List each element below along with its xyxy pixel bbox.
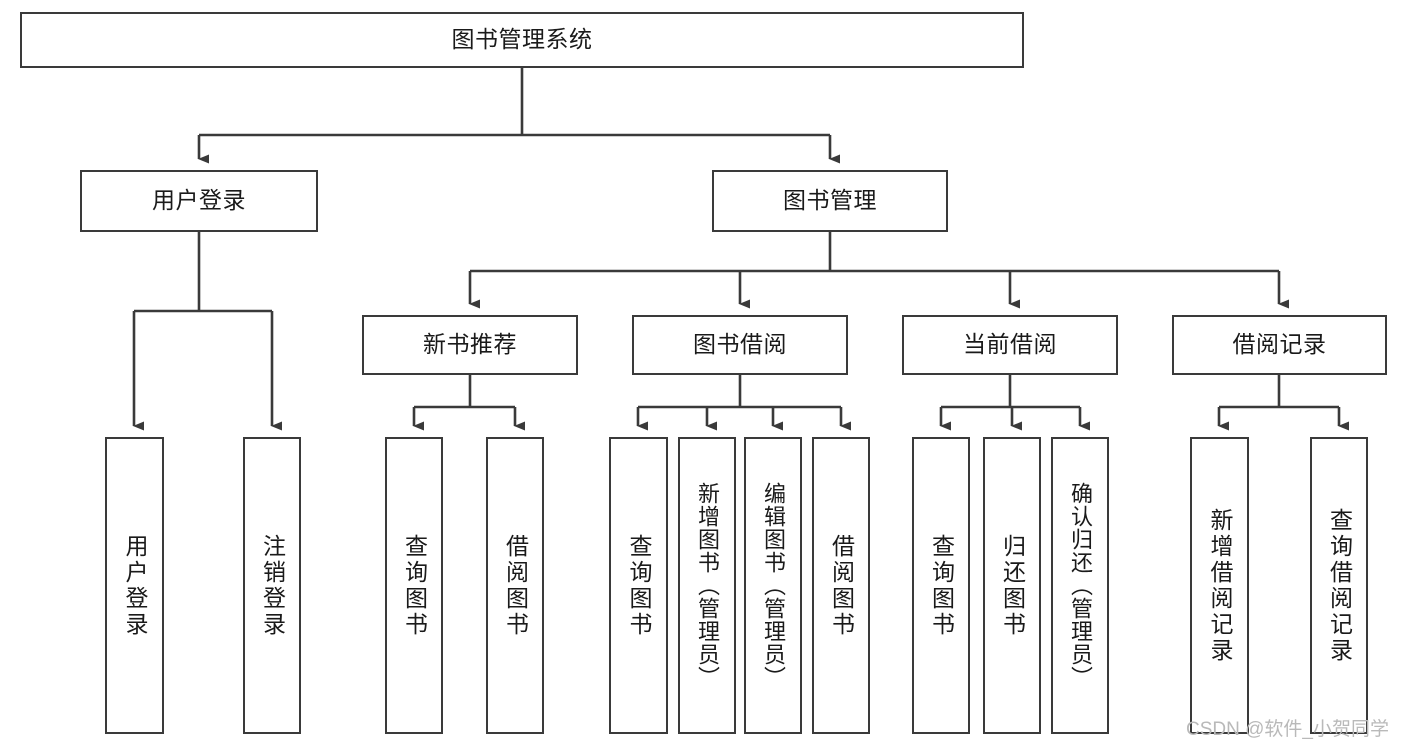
node-label-leaf-query-book-2: 查询图书 [626, 533, 652, 638]
node-label-leaf-return-book: 归还图书 [999, 533, 1026, 638]
node-leaf-query-book-3[interactable]: 查询图书 [912, 437, 970, 734]
node-label-leaf-query-book-1: 查询图书 [401, 533, 428, 638]
node-label-root: 图书管理系统 [451, 26, 593, 53]
watermark-text: CSDN @软件_小贺同学 [1186, 719, 1389, 740]
node-leaf-query-book-1[interactable]: 查询图书 [385, 437, 443, 734]
node-user-login[interactable]: 用户登录 [80, 170, 318, 232]
node-label-leaf-add-book: 新增图书（管理员） [695, 482, 720, 689]
node-leaf-query-record[interactable]: 查询借阅记录 [1310, 437, 1368, 734]
node-leaf-logout[interactable]: 注销登录 [243, 437, 301, 734]
node-leaf-add-book[interactable]: 新增图书（管理员） [678, 437, 736, 734]
node-label-leaf-add-record: 新增借阅记录 [1207, 507, 1233, 664]
node-new-book-recommend[interactable]: 新书推荐 [362, 315, 578, 375]
node-label-current-borrow: 当前借阅 [963, 331, 1057, 358]
node-label-leaf-query-book-3: 查询图书 [928, 533, 955, 638]
node-leaf-confirm-return[interactable]: 确认归还（管理员） [1051, 437, 1109, 734]
node-leaf-query-book-2[interactable]: 查询图书 [609, 437, 668, 734]
node-label-new-book-recommend: 新书推荐 [423, 331, 517, 358]
node-leaf-return-book[interactable]: 归还图书 [983, 437, 1041, 734]
node-book-manage[interactable]: 图书管理 [712, 170, 948, 232]
node-label-leaf-user-login: 用户登录 [122, 533, 148, 638]
node-leaf-edit-book[interactable]: 编辑图书（管理员） [744, 437, 802, 734]
node-current-borrow[interactable]: 当前借阅 [902, 315, 1118, 375]
node-label-book-manage: 图书管理 [783, 187, 877, 214]
node-label-leaf-query-record: 查询借阅记录 [1326, 507, 1353, 664]
node-label-book-borrow: 图书借阅 [693, 331, 787, 358]
node-book-borrow[interactable]: 图书借阅 [632, 315, 848, 375]
node-label-leaf-edit-book: 编辑图书（管理员） [761, 482, 786, 689]
node-leaf-user-login[interactable]: 用户登录 [105, 437, 164, 734]
node-borrow-record[interactable]: 借阅记录 [1172, 315, 1387, 375]
node-root[interactable]: 图书管理系统 [20, 12, 1024, 68]
node-label-leaf-logout: 注销登录 [259, 533, 286, 638]
node-leaf-add-record[interactable]: 新增借阅记录 [1190, 437, 1249, 734]
node-leaf-borrow-book-1[interactable]: 借阅图书 [486, 437, 544, 734]
node-leaf-borrow-book-2[interactable]: 借阅图书 [812, 437, 870, 734]
node-label-leaf-borrow-book-2: 借阅图书 [828, 533, 855, 638]
node-label-leaf-confirm-return: 确认归还（管理员） [1068, 482, 1093, 689]
node-label-borrow-record: 借阅记录 [1232, 331, 1327, 358]
node-label-user-login: 用户登录 [152, 187, 246, 214]
node-label-leaf-borrow-book-1: 借阅图书 [502, 533, 529, 638]
